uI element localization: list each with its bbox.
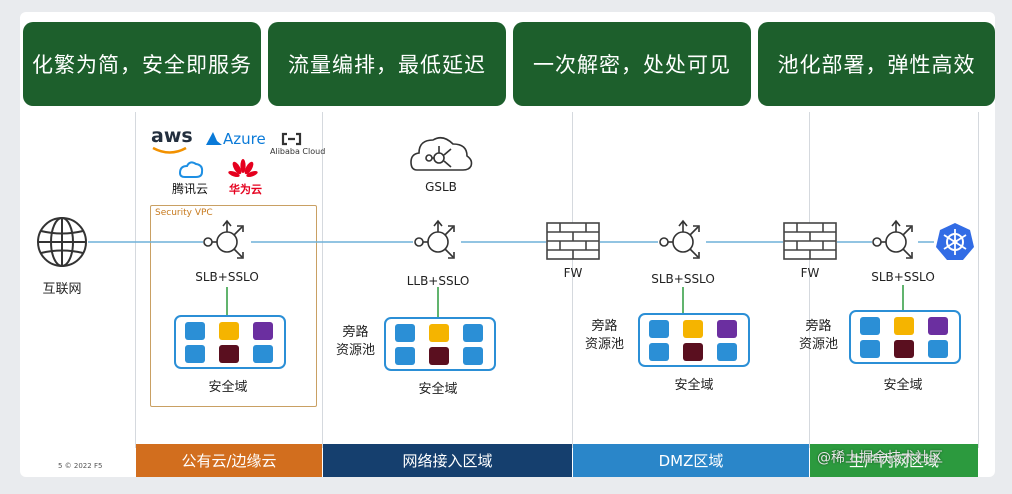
security-vpc-label: Security VPC [155,208,213,218]
load-balancer-icon [659,219,700,259]
azure-icon [206,132,222,145]
diagram-canvas [37,132,974,317]
firewall-icon [783,222,837,260]
pool-cell [185,322,205,340]
pool-cell [894,317,914,335]
node-label-slb-sslo: SLB+SSLO [651,272,715,286]
pool-cell [649,343,669,361]
security-vpc-box [150,205,317,407]
alibaba-cloud-logo-text: Alibaba Cloud [270,147,326,156]
zone-divider [322,112,323,448]
firewall-label: FW [563,266,583,280]
zone-divider [809,112,810,448]
security-pool [384,317,496,371]
node-label-slb-sslo: SLB+SSLO [195,270,259,284]
security-domain-label: 安全域 [208,380,248,395]
banner-pooling: 池化部署，弹性高效 [758,22,995,106]
zone-footer-dmz: DMZ区域 [573,444,809,477]
azure-logo-text: Azure [223,130,266,148]
zone-divider [572,112,573,448]
pool-cell [429,347,449,365]
zone-footer-network-access: 网络接入区域 [323,444,572,477]
aws-logo-text: aws [151,125,193,147]
load-balancer-icon [872,219,913,259]
aws-smile-icon [152,146,187,154]
zone-footer-production: 生产内网区域 [810,444,978,477]
banner-decrypt: 一次解密，处处可见 [513,22,751,106]
banner-simplify: 化繁为简，安全即服务 [23,22,261,106]
pool-cell [395,324,415,342]
internet-label: 互联网 [42,282,82,297]
pool-cell [928,340,948,358]
slide: 化繁为简，安全即服务 流量编排，最低延迟 一次解密，处处可见 池化部署，弹性高效… [20,12,995,477]
bypass-pool-label: 旁路 资源池 [799,319,839,352]
pool-cell [395,347,415,365]
zone-divider [135,112,136,448]
bypass-pool-label: 旁路 资源池 [585,319,625,352]
security-pool [638,313,750,367]
firewall-label: FW [800,266,820,280]
load-balancer-icon [414,219,455,259]
pool-cell [683,320,703,338]
zone-divider [978,112,979,448]
banner-orchestration: 流量编排，最低延迟 [268,22,506,106]
pool-cell [253,345,273,363]
pool-cell [463,347,483,365]
gslb-cloud-icon [410,136,473,171]
huawei-cloud-logo-text: 华为云 [229,183,262,196]
node-label-slb-sslo: SLB+SSLO [871,270,935,284]
pool-cell [219,345,239,363]
pool-link-lines [226,285,904,317]
pool-cell [185,345,205,363]
zone-footer-public-cloud: 公有云/边缘云 [136,444,322,477]
pool-cell [429,324,449,342]
globe-icon [37,217,87,267]
alibaba-cloud-icon [281,132,302,146]
pool-cell [683,343,703,361]
pool-cell [253,322,273,340]
pool-cell [860,317,880,335]
tencent-cloud-logo-text: 腾讯云 [172,182,209,196]
security-domain-label: 安全域 [418,382,458,397]
security-domain-label: 安全域 [883,378,923,393]
gslb-label: GSLB [425,180,457,194]
pool-cell [928,317,948,335]
firewall-icon [546,222,600,260]
copyright-text: 5 © 2022 F5 [58,462,103,470]
kubernetes-icon [936,223,974,260]
security-domain-label: 安全域 [674,378,714,393]
pool-cell [219,322,239,340]
pool-cell [463,324,483,342]
load-balancer-icon [203,219,244,259]
node-label-llb-sslo: LLB+SSLO [406,274,470,288]
security-pool [174,315,286,369]
tencent-cloud-icon [178,161,204,178]
pool-cell [894,340,914,358]
watermark: @稀土掘金技术社区 [817,450,943,466]
pool-cell [717,343,737,361]
bypass-pool-label: 旁路 资源池 [336,325,376,358]
huawei-icon [228,159,258,178]
pool-cell [860,340,880,358]
pool-cell [649,320,669,338]
pool-cell [717,320,737,338]
security-pool [849,310,961,364]
